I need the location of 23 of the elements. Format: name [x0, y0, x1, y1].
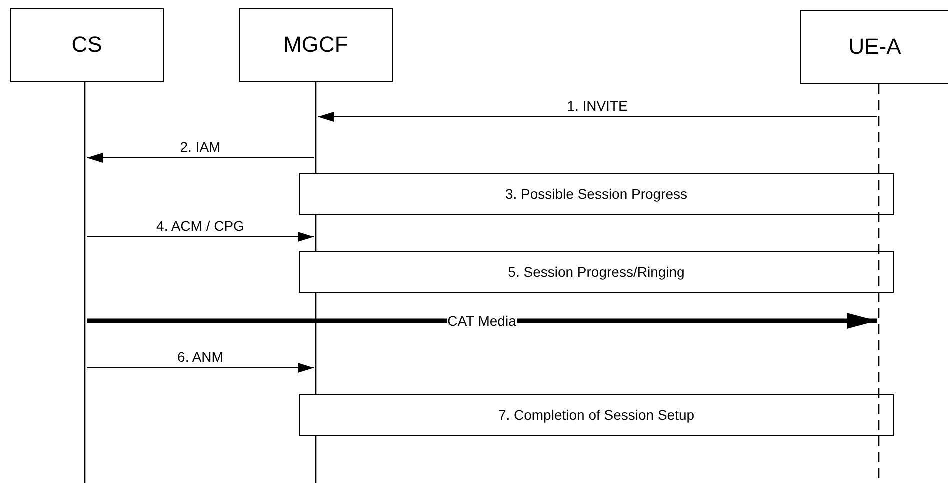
message-label: 4. ACM / CPG: [156, 218, 244, 234]
lifeline: [83, 82, 87, 483]
step-box: [299, 173, 894, 215]
message-arrow: [86, 153, 314, 163]
participant-box: [10, 8, 164, 82]
participant-name: MGCF: [284, 32, 348, 58]
step-label: 5. Session Progress/Ringing: [508, 264, 685, 280]
message-arrow: [86, 363, 314, 373]
message-label: CAT Media: [446, 313, 518, 329]
participant-box: [800, 10, 948, 84]
message-arrow: [318, 112, 878, 122]
participant-name: CS: [72, 32, 102, 58]
step-box: [299, 394, 894, 436]
message-arrow: [86, 232, 314, 242]
message-label: 6. ANM: [178, 349, 224, 365]
message-label: 2. IAM: [180, 139, 221, 155]
step-label: 3. Possible Session Progress: [505, 186, 688, 202]
message-label: 1. INVITE: [567, 98, 628, 114]
message-arrow: [87, 313, 877, 329]
participant-name: UE-A: [848, 34, 902, 60]
step-box: [299, 251, 894, 293]
participant-box: [239, 8, 393, 82]
step-label: 7. Completion of Session Setup: [498, 407, 695, 423]
